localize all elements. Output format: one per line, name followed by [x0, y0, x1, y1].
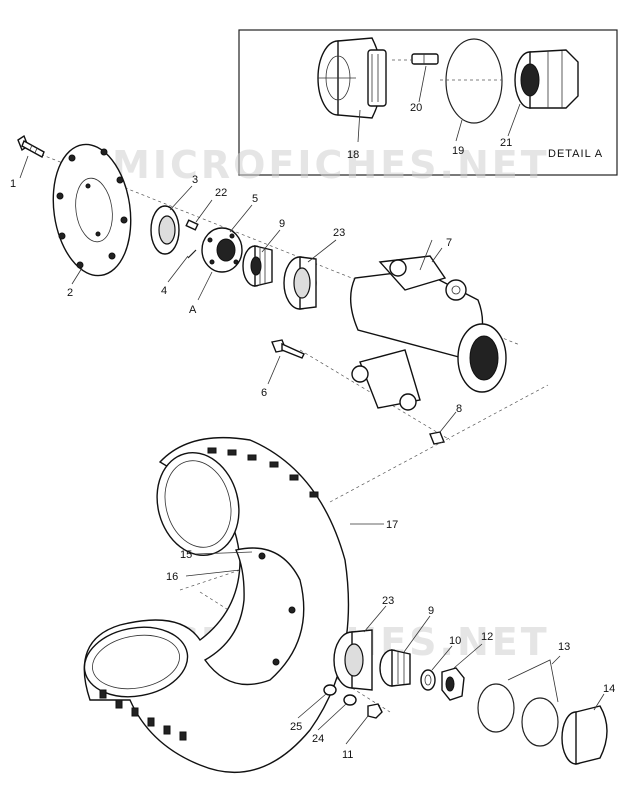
upper-hub-assembly [17, 134, 521, 445]
part-5-spline-hub [201, 227, 243, 273]
part-7-knuckle [350, 239, 507, 411]
detail-part-18-coupler [317, 37, 387, 119]
part-4-pin [187, 249, 197, 259]
callout-1: 1 [10, 178, 16, 190]
callout-9-upper: 9 [279, 218, 285, 230]
part-10-washer [420, 669, 436, 691]
callout-23-lower: 23 [382, 595, 394, 607]
callout-A: A [189, 304, 197, 316]
callout-9-lower: 9 [428, 605, 434, 617]
part-11-nut [367, 703, 383, 719]
detail-part-21-nut [514, 49, 579, 109]
callout-16: 16 [166, 571, 178, 583]
part-23-race-upper [283, 256, 317, 310]
part-22-key [185, 219, 199, 231]
callout-12: 12 [481, 631, 493, 643]
callout-labels: 1 2 3 4 5 6 7 8 9 9 10 11 12 13 14 15 16… [10, 102, 615, 761]
callout-13: 13 [558, 641, 570, 653]
tire-tread-blocks [99, 447, 319, 741]
callout-24: 24 [312, 733, 324, 745]
callout-11: 11 [342, 749, 353, 761]
part-3-seal [150, 205, 180, 255]
wheel-tire-assembly [83, 384, 608, 773]
callout-15: 15 [180, 549, 192, 561]
part-16-rim [203, 547, 305, 686]
detail-part-19-ring [440, 38, 503, 124]
part-13-rings [477, 659, 559, 747]
callout-21: 21 [500, 137, 512, 149]
watermark-top: MICROFICHES.NET [112, 143, 550, 187]
callout-25: 25 [290, 721, 302, 733]
part-1-bolt [17, 134, 45, 158]
callout-4: 4 [161, 285, 167, 297]
callout-17: 17 [386, 519, 398, 531]
callout-3: 3 [192, 174, 198, 186]
callout-5: 5 [252, 193, 258, 205]
callout-2: 2 [67, 287, 73, 299]
callout-20: 20 [410, 102, 422, 114]
detail-a-title: DETAIL A [548, 148, 603, 160]
callout-7: 7 [446, 237, 452, 249]
part-8-nut [429, 431, 445, 445]
part-2-disc [52, 143, 132, 277]
part-9-bearing-upper [242, 245, 273, 287]
callout-22: 22 [215, 187, 227, 199]
part-6-bolt [271, 339, 305, 359]
detail-part-20-pin [392, 53, 439, 65]
part-25-washer [323, 684, 337, 696]
part-23-race-lower [333, 629, 373, 691]
callout-14: 14 [603, 683, 615, 695]
part-9-bearing-lower [379, 649, 411, 687]
part-17-tire [83, 436, 350, 773]
detail-a-box: DETAIL A [238, 29, 618, 176]
part-12-nut [441, 667, 465, 701]
callout-18: 18 [347, 149, 359, 161]
callout-6: 6 [261, 387, 267, 399]
callout-10: 10 [449, 635, 461, 647]
part-24-washer [343, 694, 357, 706]
callout-8: 8 [456, 403, 462, 415]
part-14-cap [561, 705, 608, 765]
callout-19: 19 [452, 145, 464, 157]
callout-23-upper: 23 [333, 227, 345, 239]
detail-a-frame [238, 29, 618, 176]
